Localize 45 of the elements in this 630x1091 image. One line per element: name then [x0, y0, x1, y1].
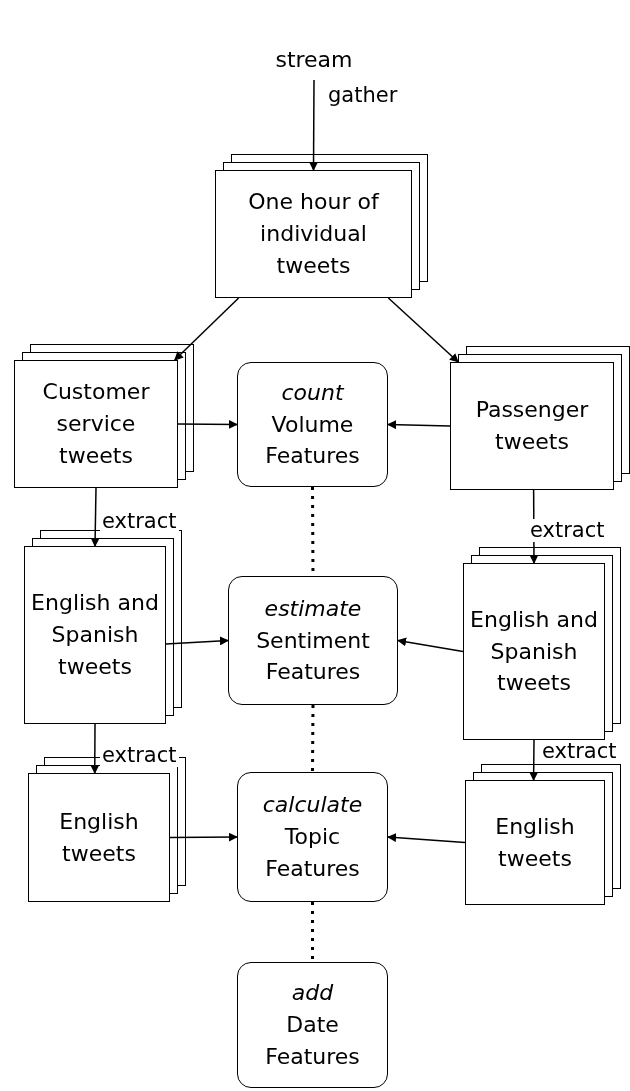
document-stack	[24, 546, 166, 724]
feature-name: Sentiment Features	[255, 626, 371, 687]
arrow	[397, 637, 464, 653]
document-stack	[215, 170, 412, 298]
action-verb: add	[290, 979, 335, 1008]
edge-label: extract	[100, 510, 179, 534]
process-box	[237, 772, 388, 902]
dotted-line	[311, 705, 315, 772]
arrow	[173, 297, 240, 361]
document-stack	[465, 780, 605, 905]
edge-label: extract	[528, 519, 607, 543]
action-verb: calculate	[261, 791, 364, 820]
arrow	[387, 833, 466, 844]
node-label: English and Spanish tweets	[30, 589, 160, 681]
edge-label: gather	[326, 84, 400, 108]
document-stack	[28, 773, 170, 902]
node-label: Passenger tweets	[474, 396, 590, 456]
feature-name: Topic Features	[264, 823, 361, 883]
dotted-line	[311, 902, 314, 962]
process-box	[237, 962, 388, 1088]
process-box	[228, 576, 398, 705]
arrow	[387, 420, 451, 430]
arrow	[90, 487, 100, 547]
process-box	[237, 362, 388, 487]
node-label: One hour of individual tweets	[247, 188, 381, 280]
document-stack	[463, 563, 605, 740]
action-verb: count	[280, 378, 346, 407]
node-label: English tweets	[494, 812, 576, 873]
arrow	[177, 419, 238, 429]
node-label: English tweets	[58, 807, 140, 868]
node-label: English and Spanish tweets	[469, 605, 599, 698]
node-label: Customer service tweets	[41, 378, 151, 470]
edge-label: extract	[100, 744, 179, 768]
action-verb: estimate	[263, 594, 363, 623]
arrow	[169, 832, 238, 842]
arrow	[90, 723, 100, 774]
arrow	[309, 79, 319, 171]
document-stack	[450, 362, 614, 490]
arrow	[165, 636, 229, 646]
arrow	[529, 739, 539, 781]
document-stack	[14, 360, 178, 488]
arrow	[387, 297, 459, 363]
feature-name: Volume Features	[264, 410, 361, 471]
node-label: stream	[274, 46, 354, 75]
feature-name: Date Features	[264, 1011, 361, 1071]
